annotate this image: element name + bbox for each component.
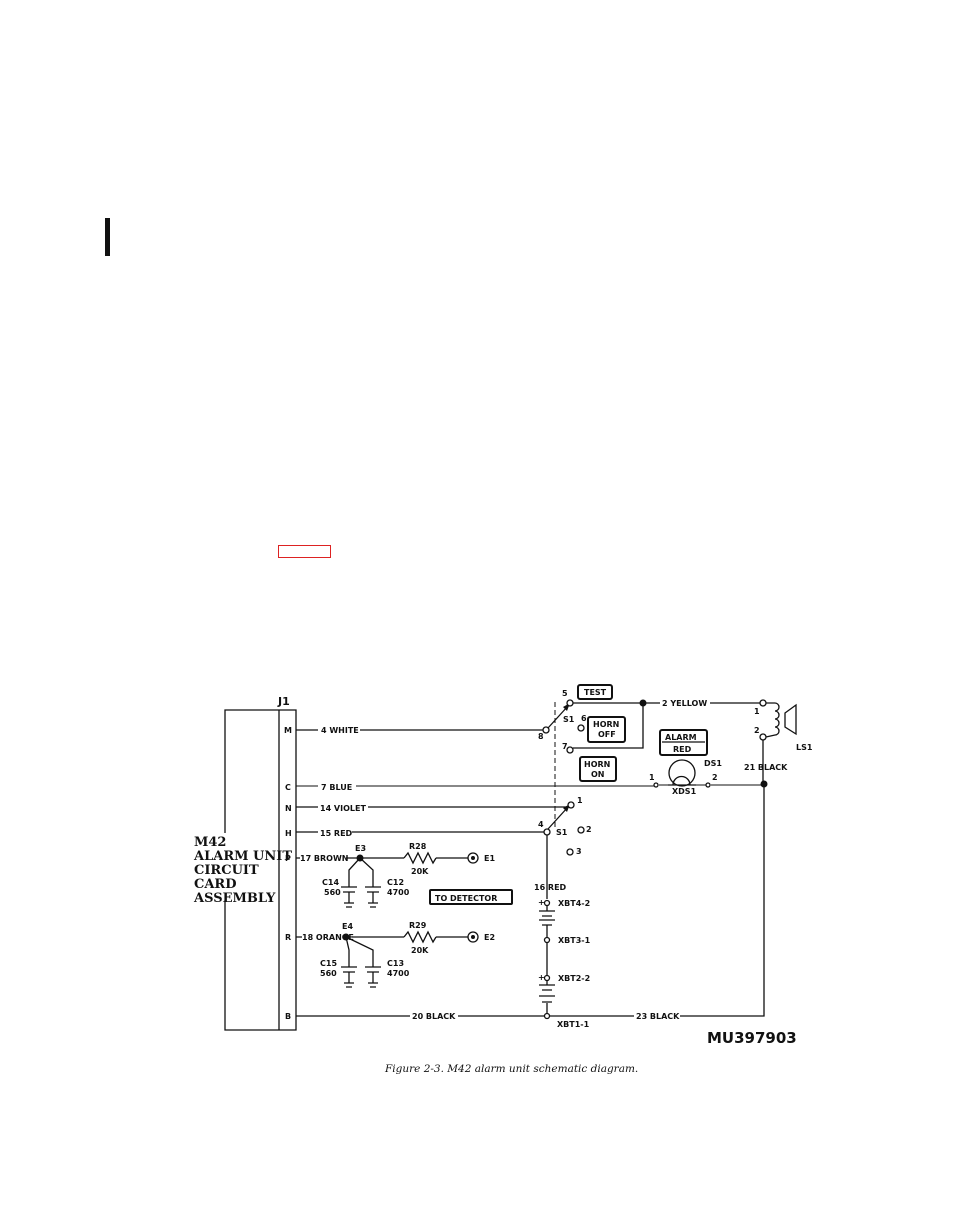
svg-text:14 VIOLET: 14 VIOLET (320, 804, 366, 813)
svg-text:LS1: LS1 (796, 743, 813, 752)
speaker-ls1: 1 2 LS1 (754, 699, 813, 752)
svg-text:S1: S1 (563, 715, 575, 724)
wire-labels: 4 WHITE 7 BLUE 14 VIOLET 15 RED 17 BROWN… (300, 699, 788, 1021)
svg-text:CARD: CARD (194, 877, 237, 892)
svg-text:TEST: TEST (584, 688, 607, 697)
svg-text:560: 560 (324, 888, 341, 897)
svg-text:N: N (285, 804, 292, 813)
svg-text:HORN: HORN (584, 760, 610, 769)
connector-label: J1 (277, 695, 290, 708)
svg-text:4700: 4700 (387, 888, 410, 897)
svg-text:XBT1-1: XBT1-1 (557, 1020, 590, 1029)
battery-stack: + + XBT4-2 XBT3-1 XBT2-2 XBT1-1 (538, 898, 591, 1029)
svg-text:2: 2 (754, 726, 760, 735)
svg-text:C15: C15 (320, 959, 337, 968)
svg-text:CIRCUIT: CIRCUIT (194, 863, 259, 878)
assembly-label: M42 ALARM UNIT CIRCUIT CARD ASSEMBLY (193, 835, 292, 906)
svg-text:HORN: HORN (593, 720, 619, 729)
figure-caption: Figure 2-3. M42 alarm unit schematic dia… (384, 1063, 638, 1075)
svg-text:20 BLACK: 20 BLACK (412, 1012, 456, 1021)
svg-text:P: P (285, 854, 291, 863)
svg-text:1: 1 (577, 796, 583, 805)
p-branch: E3 R28 20K E1 C14 560 C12 4700 (322, 842, 495, 908)
svg-text:4 WHITE: 4 WHITE (321, 726, 359, 735)
svg-text:DS1: DS1 (704, 759, 722, 768)
svg-text:E4: E4 (342, 922, 353, 931)
svg-text:7 BLUE: 7 BLUE (321, 783, 352, 792)
to-detector-label: TO DETECTOR (429, 889, 513, 905)
circuit-card (224, 709, 297, 1031)
svg-text:4700: 4700 (387, 969, 410, 978)
svg-text:16 RED: 16 RED (534, 883, 567, 892)
svg-text:6: 6 (581, 714, 587, 723)
change-bar (105, 218, 110, 256)
svg-text:560: 560 (320, 969, 337, 978)
svg-text:E1: E1 (484, 854, 495, 863)
svg-text:TO DETECTOR: TO DETECTOR (435, 894, 497, 903)
test-label: TEST (577, 684, 613, 700)
svg-text:+: + (538, 973, 545, 982)
svg-text:ON: ON (591, 770, 605, 779)
svg-text:1: 1 (754, 707, 760, 716)
svg-text:R: R (285, 933, 291, 942)
svg-text:1: 1 (649, 773, 655, 782)
svg-text:C12: C12 (387, 878, 404, 887)
drawing-number: MU397903 (707, 1029, 797, 1047)
svg-text:2: 2 (586, 825, 592, 834)
horn-off-label: HORN OFF (587, 716, 626, 743)
svg-text:M: M (284, 726, 292, 735)
svg-text:RED: RED (673, 745, 692, 754)
wires (296, 702, 765, 1017)
svg-text:E3: E3 (355, 844, 366, 853)
svg-text:2: 2 (712, 773, 718, 782)
svg-text:ASSEMBLY: ASSEMBLY (193, 891, 276, 906)
svg-text:7: 7 (562, 742, 568, 751)
svg-text:18 ORANGE: 18 ORANGE (302, 933, 354, 942)
svg-text:+: + (538, 898, 545, 907)
pin-labels: M C N H P R B (284, 726, 292, 1021)
svg-text:15 RED: 15 RED (320, 829, 353, 838)
svg-text:B: B (285, 1012, 291, 1021)
svg-text:XBT3-1: XBT3-1 (558, 936, 591, 945)
horn-on-label: HORN ON (579, 756, 617, 782)
svg-text:XBT4-2: XBT4-2 (558, 899, 590, 908)
svg-text:ALARM UNIT: ALARM UNIT (193, 849, 292, 864)
svg-text:XBT2-2: XBT2-2 (558, 974, 590, 983)
svg-text:20K: 20K (411, 867, 429, 876)
svg-text:S1: S1 (556, 828, 568, 837)
svg-text:17 BROWN: 17 BROWN (300, 854, 349, 863)
r-branch: E4 R29 20K E2 C15 560 C13 4700 (320, 921, 495, 988)
svg-text:21 BLACK: 21 BLACK (744, 763, 788, 772)
svg-text:ALARM: ALARM (665, 733, 697, 742)
svg-text:C: C (285, 783, 291, 792)
svg-text:2 YELLOW: 2 YELLOW (662, 699, 707, 708)
svg-text:C14: C14 (322, 878, 339, 887)
alarm-lamp-ds1: ALARM RED 1 2 DS1 XDS1 (649, 729, 722, 796)
svg-text:H: H (285, 829, 292, 838)
svg-text:R29: R29 (409, 921, 427, 930)
svg-text:M42: M42 (194, 835, 226, 850)
svg-text:4: 4 (538, 820, 544, 829)
svg-text:XDS1: XDS1 (672, 787, 697, 796)
highlight-box (278, 545, 331, 558)
svg-text:R28: R28 (409, 842, 427, 851)
svg-text:5: 5 (562, 689, 568, 698)
svg-text:E2: E2 (484, 933, 495, 942)
svg-text:8: 8 (538, 732, 544, 741)
svg-text:23 BLACK: 23 BLACK (636, 1012, 680, 1021)
svg-text:C13: C13 (387, 959, 404, 968)
svg-text:OFF: OFF (598, 730, 616, 739)
svg-text:20K: 20K (411, 946, 429, 955)
switch-s1-lower: 1 2 3 4 S1 (538, 796, 592, 856)
switch-s1-upper: 5 6 7 8 S1 (538, 689, 587, 754)
svg-text:3: 3 (576, 847, 582, 856)
